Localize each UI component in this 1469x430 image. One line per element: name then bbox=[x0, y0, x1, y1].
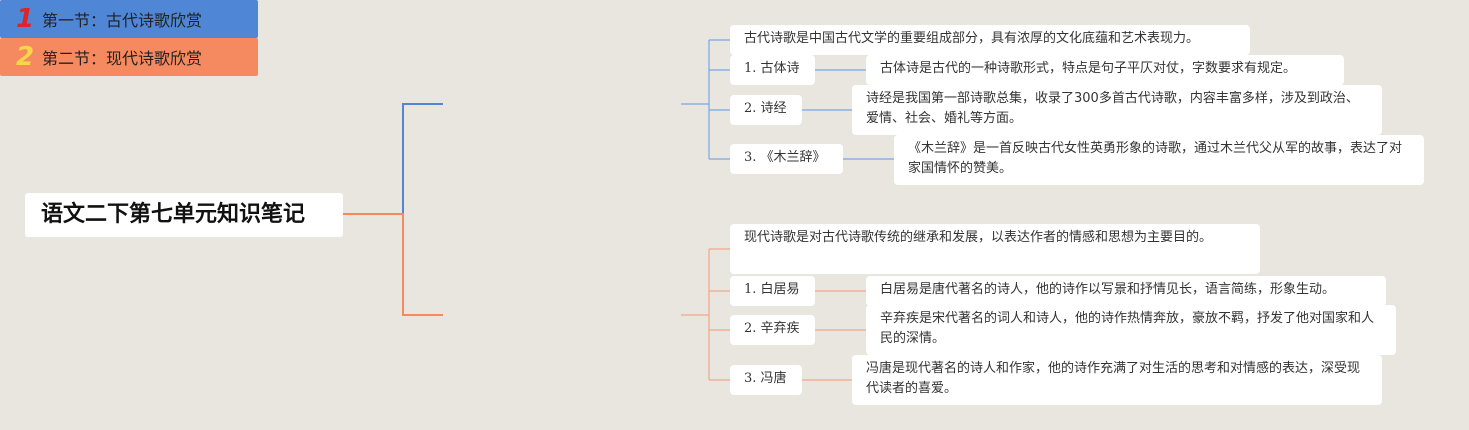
section-1-item-2-desc[interactable]: 诗经是我国第一部诗歌总集，收录了300多首古代诗歌，内容丰富多样，涉及到政治、爱… bbox=[852, 85, 1382, 135]
link-root-section2 bbox=[343, 213, 443, 316]
section-1-item-1-desc-text: 古体诗是古代的一种诗歌形式，特点是句子平仄对仗，字数要求有规定。 bbox=[880, 61, 1297, 76]
section-2-number: 2 bbox=[15, 42, 35, 72]
link-root-section1 bbox=[343, 103, 443, 215]
section-1-item-1-desc[interactable]: 古体诗是古代的一种诗歌形式，特点是句子平仄对仗，字数要求有规定。 bbox=[866, 55, 1344, 85]
section-2-item-2-desc-text: 辛弃疾是宋代著名的词人和诗人，他的诗作热情奔放，豪放不羁，抒发了他对国家和人民的… bbox=[880, 311, 1375, 346]
section-1-intro-text: 古代诗歌是中国古代文学的重要组成部分，具有浓厚的文化底蕴和艺术表现力。 bbox=[744, 31, 1200, 46]
section-2-item-1[interactable]: 1. 白居易 bbox=[730, 276, 815, 306]
section-2-item-2[interactable]: 2. 辛弃疾 bbox=[730, 315, 815, 345]
section-1-item-3-desc[interactable]: 《木兰辞》是一首反映古代女性英勇形象的诗歌，通过木兰代父从军的故事，表达了对家国… bbox=[894, 135, 1424, 185]
section-1-item-2-label: 2. 诗经 bbox=[744, 101, 787, 116]
section-1-intro[interactable]: 古代诗歌是中国古代文学的重要组成部分，具有浓厚的文化底蕴和艺术表现力。 bbox=[730, 25, 1250, 55]
section-1-item-3-desc-text: 《木兰辞》是一首反映古代女性英勇形象的诗歌，通过木兰代父从军的故事，表达了对家国… bbox=[908, 141, 1403, 176]
section-2-item-1-desc-text: 白居易是唐代著名的诗人，他的诗作以写景和抒情见长，语言简练，形象生动。 bbox=[880, 282, 1336, 297]
section-1-item-1[interactable]: 1. 古体诗 bbox=[730, 55, 815, 85]
section-1-title: 第一节：古代诗歌欣赏 bbox=[42, 11, 203, 30]
section-2-intro-text: 现代诗歌是对古代诗歌传统的继承和发展，以表达作者的情感和思想为主要目的。 bbox=[744, 230, 1213, 245]
section-2-node[interactable]: 2 第二节：现代诗歌欣赏 bbox=[0, 38, 258, 76]
section-2-title: 第二节：现代诗歌欣赏 bbox=[42, 49, 203, 68]
section-2-item-3-desc-text: 冯唐是现代著名的诗人和作家，他的诗作充满了对生活的思考和对情感的表达，深受现代读… bbox=[866, 361, 1361, 396]
section-2-item-2-label: 2. 辛弃疾 bbox=[744, 321, 800, 336]
section-2-item-2-desc[interactable]: 辛弃疾是宋代著名的词人和诗人，他的诗作热情奔放，豪放不羁，抒发了他对国家和人民的… bbox=[866, 305, 1396, 355]
section-1-number: 1 bbox=[15, 4, 35, 34]
section-2-intro[interactable]: 现代诗歌是对古代诗歌传统的继承和发展，以表达作者的情感和思想为主要目的。 bbox=[730, 224, 1260, 274]
section-1-item-3[interactable]: 3. 《木兰辞》 bbox=[730, 144, 843, 174]
section-2-item-3-desc[interactable]: 冯唐是现代著名的诗人和作家，他的诗作充满了对生活的思考和对情感的表达，深受现代读… bbox=[852, 355, 1382, 405]
root-node[interactable]: 语文二下第七单元知识笔记 bbox=[25, 193, 343, 237]
section-1-node[interactable]: 1 第一节：古代诗歌欣赏 bbox=[0, 0, 258, 38]
section-1-item-2[interactable]: 2. 诗经 bbox=[730, 95, 802, 125]
section-1-item-1-label: 1. 古体诗 bbox=[744, 61, 800, 76]
section-1-item-2-desc-text: 诗经是我国第一部诗歌总集，收录了300多首古代诗歌，内容丰富多样，涉及到政治、爱… bbox=[866, 91, 1359, 126]
section-2-item-1-desc[interactable]: 白居易是唐代著名的诗人，他的诗作以写景和抒情见长，语言简练，形象生动。 bbox=[866, 276, 1386, 306]
root-title: 语文二下第七单元知识笔记 bbox=[41, 202, 306, 227]
section-2-item-1-label: 1. 白居易 bbox=[744, 282, 800, 297]
section-2-item-3-label: 3. 冯唐 bbox=[744, 371, 787, 386]
link-s2-trunk bbox=[681, 249, 710, 316]
link-s1-trunk bbox=[681, 40, 710, 105]
section-1-item-3-label: 3. 《木兰辞》 bbox=[744, 150, 826, 165]
section-2-item-3[interactable]: 3. 冯唐 bbox=[730, 365, 802, 395]
